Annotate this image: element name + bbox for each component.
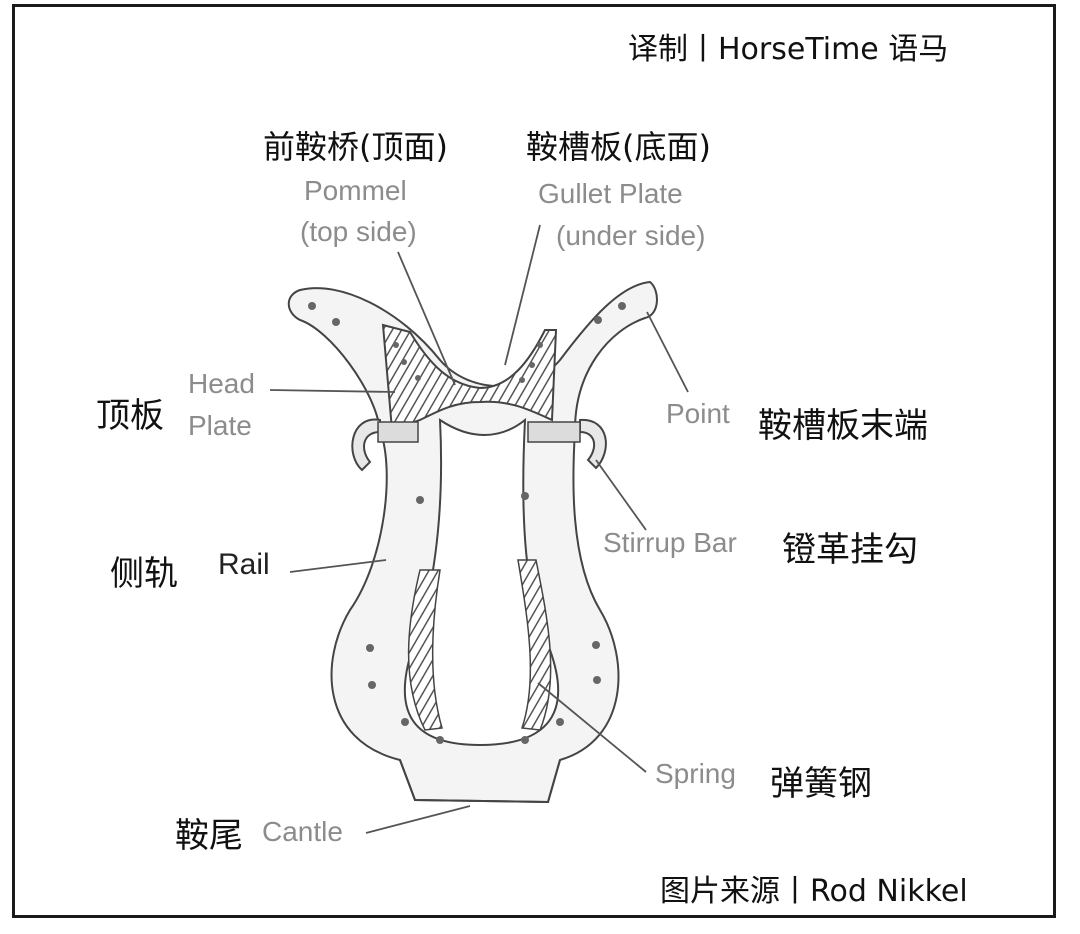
rivet-holes bbox=[308, 302, 626, 744]
stirrup-bar-label-en: Stirrup Bar bbox=[603, 527, 737, 558]
gullet-plate-label-en-line1: Gullet Plate bbox=[538, 178, 683, 209]
stirrup-bar-right-plate bbox=[527, 421, 581, 443]
stirrup-bar-right-shape bbox=[579, 418, 607, 470]
cantle-shape bbox=[399, 759, 561, 804]
leader-pommel bbox=[397, 251, 456, 386]
leader-point bbox=[646, 311, 689, 393]
cantle-label-zh: 鞍尾 bbox=[175, 816, 243, 856]
stirrup-bar-label-zh: 镫革挂勾 bbox=[782, 530, 918, 570]
stirrup-bar-left-shape bbox=[351, 418, 381, 472]
head-plate-label-en-line2: Plate bbox=[188, 410, 252, 441]
image-source-credit: 图片来源丨Rod Nikkel bbox=[660, 874, 968, 909]
pommel-label-en-line2: (top side) bbox=[300, 216, 417, 247]
cantle-label-en: Cantle bbox=[262, 816, 343, 847]
gullet-plate-label-en-line2: (under side) bbox=[556, 220, 706, 251]
spring-label-zh: 弹簧钢 bbox=[770, 764, 872, 804]
leader-head-plate bbox=[269, 389, 396, 393]
translation-credit: 译制丨HorseTime 语马 bbox=[628, 32, 949, 67]
diagram-frame bbox=[12, 4, 1056, 918]
leader-rail bbox=[289, 559, 387, 573]
pommel-label-zh: 前鞍桥(顶面) bbox=[263, 128, 448, 166]
head-plate-label-zh: 顶板 bbox=[96, 396, 164, 436]
leader-cantle bbox=[365, 805, 471, 834]
leader-spring bbox=[537, 682, 647, 773]
point-label-en: Point bbox=[666, 398, 730, 429]
leader-gullet-plate bbox=[504, 224, 541, 366]
rail-label-en: Rail bbox=[218, 548, 270, 581]
stirrup-bar-left-plate bbox=[377, 421, 419, 443]
leader-stirrup-bar bbox=[595, 459, 647, 531]
pommel-label-en-line1: Pommel bbox=[304, 175, 407, 206]
gullet-plate-label-zh: 鞍槽板(底面) bbox=[526, 128, 711, 166]
point-label-zh: 鞍槽板末端 bbox=[758, 406, 928, 446]
head-plate-label-en-line1: Head bbox=[188, 368, 255, 399]
spring-left-shape bbox=[407, 569, 443, 731]
rail-label-zh: 侧轨 bbox=[110, 554, 178, 594]
spring-label-en: Spring bbox=[655, 758, 736, 789]
leader-lines bbox=[269, 224, 689, 834]
